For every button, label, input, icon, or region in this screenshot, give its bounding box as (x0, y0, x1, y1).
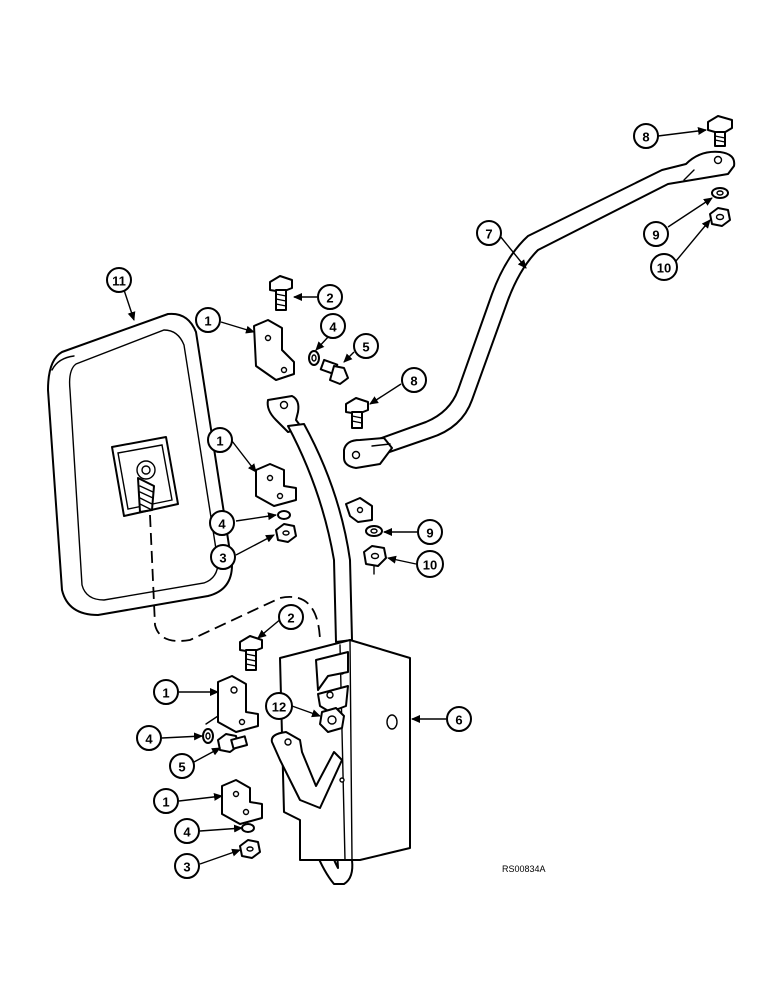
callout-label: 9 (426, 526, 433, 541)
callout: 3 (210, 544, 236, 570)
callout-label: 10 (657, 261, 671, 276)
bolt (707, 115, 733, 147)
callout: 1 (195, 307, 221, 333)
callout: 5 (353, 333, 379, 359)
callout-label: 2 (326, 291, 333, 306)
callout-label: 4 (329, 320, 337, 335)
callout: 10 (416, 550, 444, 578)
support-arm (266, 395, 411, 885)
callout-label: 4 (218, 517, 226, 532)
bracket (205, 675, 259, 733)
callout: 4 (174, 818, 200, 844)
bracket (221, 779, 263, 825)
washer (277, 510, 291, 520)
callout-label: 4 (183, 825, 191, 840)
bolt (319, 358, 349, 385)
callout: 6 (446, 706, 472, 732)
callout-label: 12 (272, 700, 286, 715)
callout: 11 (106, 267, 132, 293)
leader-lines (123, 127, 713, 865)
mirror (47, 312, 233, 616)
callout: 1 (207, 427, 233, 453)
callout: 4 (136, 725, 162, 751)
callout-label: 11 (112, 274, 126, 289)
callout-label: 5 (362, 340, 369, 355)
extension-arm (343, 150, 736, 469)
callout: 9 (417, 519, 443, 545)
callout-label: 8 (642, 130, 649, 145)
callout-label: 2 (287, 611, 294, 626)
callout: 4 (320, 313, 346, 339)
callout: 12 (265, 692, 293, 720)
bracket (253, 319, 295, 381)
bolt (217, 733, 249, 753)
bolt (345, 397, 369, 429)
callout: 1 (153, 679, 179, 705)
callout: 8 (633, 123, 659, 149)
callout-label: 3 (219, 551, 226, 566)
callout-label: 5 (178, 760, 185, 775)
assembly-path-line (149, 514, 321, 642)
callout: 4 (209, 510, 235, 536)
washer (241, 823, 255, 833)
callout-label: 1 (162, 686, 169, 701)
callout-label: 4 (145, 732, 153, 747)
callout: 2 (278, 604, 304, 630)
bolt (239, 635, 263, 671)
callout-label: 6 (455, 713, 462, 728)
callout-label: 1 (216, 434, 223, 449)
bolt (269, 275, 293, 311)
callout-label: 1 (204, 314, 211, 329)
callout-label: 7 (485, 227, 492, 242)
callout: 10 (650, 253, 678, 281)
callout: 7 (476, 220, 502, 246)
callout-label: 9 (652, 228, 659, 243)
callout-label: 10 (423, 558, 437, 573)
reference-code: RS00834A (502, 864, 546, 874)
callout: 5 (169, 753, 195, 779)
callout: 2 (317, 284, 343, 310)
callout: 9 (643, 221, 669, 247)
callout: 1 (153, 788, 179, 814)
callout-label: 1 (162, 795, 169, 810)
callout: 3 (174, 853, 200, 879)
callout-label: 3 (183, 860, 190, 875)
callout-label: 8 (410, 374, 417, 389)
bracket (255, 463, 297, 507)
callout: 8 (401, 367, 427, 393)
